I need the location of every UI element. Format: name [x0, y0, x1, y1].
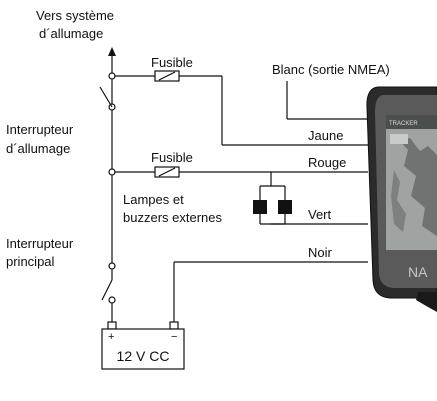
ignition-system-arrow: [108, 47, 116, 76]
ignition-target-label-line2: d´allumage: [39, 26, 103, 41]
lamp-block-right: [278, 200, 292, 214]
fuse-mid: [154, 166, 180, 178]
battery-label: 12 V CC: [117, 348, 170, 364]
battery-body: [101, 328, 185, 370]
lamps-label-line1: Lampes et: [123, 192, 184, 207]
fuse-top: [154, 70, 180, 82]
wire-green-label: Vert: [308, 207, 332, 222]
lamp-block-left: [253, 200, 267, 214]
device-brand-label: NA: [408, 264, 428, 280]
battery: + − 12 V CC: [101, 321, 185, 370]
fuse-top-label: Fusible: [151, 55, 193, 70]
main-switch: [101, 262, 116, 304]
main-switch-label-line1: Interrupteur: [6, 236, 74, 251]
red-wire-path: [115, 166, 368, 178]
main-switch-label-line2: principal: [6, 254, 55, 269]
left-bus: [99, 72, 116, 322]
battery-minus-sign: −: [171, 331, 177, 343]
ignition-target-label-line1: Vers système: [36, 8, 114, 23]
device-mount: [416, 292, 437, 312]
wire-red-label: Rouge: [308, 155, 346, 170]
yellow-wire-path: [115, 70, 368, 146]
nmea-wire-path: [286, 81, 368, 120]
nmea-wire-label: Blanc (sortie NMEA): [272, 62, 390, 77]
ignition-switch-label-line1: Interrupteur: [6, 122, 74, 137]
ignition-switch: [99, 86, 116, 111]
gps-device: TRACKER NA: [366, 86, 437, 312]
battery-plus-sign: +: [108, 331, 114, 343]
fuse-mid-label: Fusible: [151, 150, 193, 165]
external-lamps-buzzers: [253, 172, 368, 225]
lamps-label-line2: buzzers externes: [123, 210, 222, 225]
battery-terminal-negative: [169, 321, 179, 330]
ignition-switch-label-line2: d´allumage: [6, 141, 70, 156]
wire-black-label: Noir: [308, 245, 333, 260]
battery-terminal-positive: [107, 321, 117, 330]
device-screen-header: TRACKER: [389, 121, 418, 127]
wire-yellow-label: Jaune: [308, 128, 343, 143]
black-wire-path: [173, 261, 368, 322]
